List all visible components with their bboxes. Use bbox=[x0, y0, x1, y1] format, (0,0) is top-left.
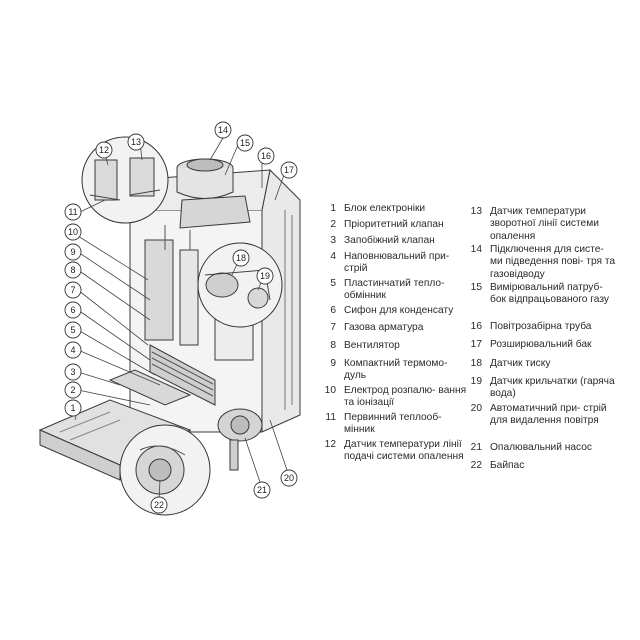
leader-lines bbox=[74, 137, 290, 502]
svg-text:15: 15 bbox=[240, 138, 250, 148]
svg-text:3: 3 bbox=[70, 367, 75, 377]
svg-text:20: 20 bbox=[284, 473, 294, 483]
callout-18: 18 bbox=[232, 249, 250, 267]
callout-13: 13 bbox=[127, 133, 145, 151]
callout-8: 8 bbox=[64, 261, 82, 279]
detail-circle-bypass bbox=[119, 424, 211, 516]
svg-text:21: 21 bbox=[257, 485, 267, 495]
detail-circle-pressure bbox=[197, 242, 283, 328]
svg-text:9: 9 bbox=[70, 247, 75, 257]
callout-10: 10 bbox=[64, 223, 82, 241]
callout-22: 22 bbox=[150, 496, 168, 514]
callout-21: 21 bbox=[253, 481, 271, 499]
callout-4: 4 bbox=[64, 341, 82, 359]
svg-text:10: 10 bbox=[68, 227, 78, 237]
detail-circle-sensors bbox=[81, 136, 169, 224]
callout-7: 7 bbox=[64, 281, 82, 299]
callout-19: 19 bbox=[256, 267, 274, 285]
svg-text:2: 2 bbox=[70, 385, 75, 395]
svg-text:19: 19 bbox=[260, 271, 270, 281]
callout-17: 17 bbox=[280, 161, 298, 179]
svg-text:14: 14 bbox=[218, 125, 228, 135]
callout-12: 12 bbox=[95, 141, 113, 159]
callout-3: 3 bbox=[64, 363, 82, 381]
callout-20: 20 bbox=[280, 469, 298, 487]
callout-5: 5 bbox=[64, 321, 82, 339]
callout-15: 15 bbox=[236, 134, 254, 152]
callouts: 1 2 3 4 5 6 7 8 9 10 11 12 13 14 15 16 1… bbox=[64, 121, 298, 514]
svg-text:22: 22 bbox=[154, 500, 164, 510]
svg-text:6: 6 bbox=[70, 305, 75, 315]
svg-text:4: 4 bbox=[70, 345, 75, 355]
svg-text:11: 11 bbox=[68, 207, 77, 217]
heat-exchanger bbox=[149, 344, 216, 406]
callout-6: 6 bbox=[64, 301, 82, 319]
callout-1: 1 bbox=[64, 399, 82, 417]
flue-connection bbox=[176, 158, 251, 229]
svg-text:13: 13 bbox=[131, 137, 141, 147]
callout-14: 14 bbox=[214, 121, 232, 139]
svg-text:1: 1 bbox=[70, 403, 75, 413]
pump-assembly bbox=[108, 369, 263, 471]
svg-text:12: 12 bbox=[99, 145, 109, 155]
svg-text:16: 16 bbox=[261, 151, 271, 161]
callout-11: 11 bbox=[64, 203, 82, 221]
callout-16: 16 bbox=[257, 147, 275, 165]
svg-text:18: 18 bbox=[236, 253, 246, 263]
svg-text:17: 17 bbox=[284, 165, 294, 175]
callout-2: 2 bbox=[64, 381, 82, 399]
svg-text:5: 5 bbox=[70, 325, 75, 335]
svg-text:7: 7 bbox=[70, 285, 75, 295]
callout-9: 9 bbox=[64, 243, 82, 261]
svg-text:8: 8 bbox=[70, 265, 75, 275]
